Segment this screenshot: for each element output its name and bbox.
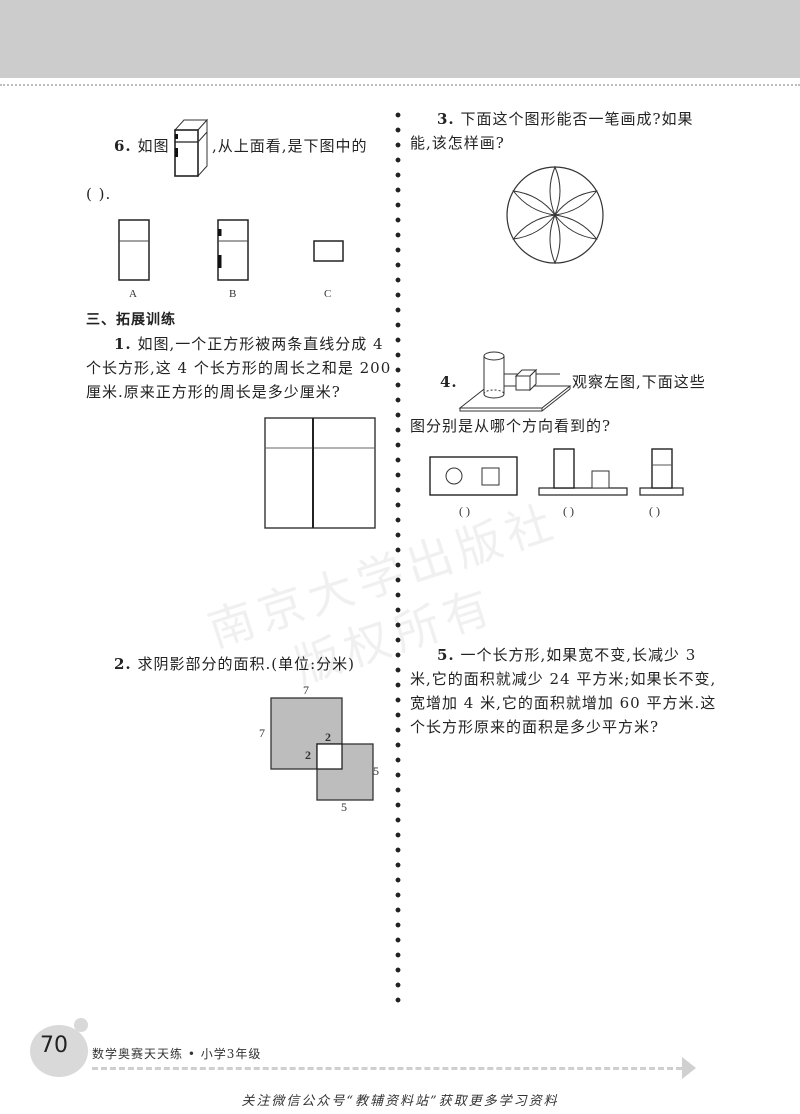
q4-text-b: 图分别是从哪个方向看到的?: [410, 417, 612, 435]
q6-number: 6.: [114, 137, 132, 155]
q2-text: 求阴影部分的面积.(单位:分米): [137, 655, 355, 673]
cylinder-cube-on-board-figure: [458, 351, 572, 412]
q6-line1: 6. 如图: [114, 134, 169, 158]
option-c-figure: [313, 240, 344, 262]
view-top-figure: [429, 456, 518, 496]
option-b-figure: [217, 219, 249, 281]
q6-text-b: ,从上面看,是下图中的: [212, 137, 368, 155]
q3-line1-text: 下面这个图形能否一笔画成?如果: [460, 110, 694, 128]
q1-line2: 个长方形,这 4 个长方形的周长之和是 200: [86, 359, 392, 377]
q1-number: 1.: [114, 335, 132, 353]
q3-number: 3.: [437, 110, 455, 128]
q3-line1: 3. 下面这个图形能否一笔画成?如果: [437, 107, 694, 131]
label-inner-top-2: 2: [325, 730, 331, 744]
q2-line: 2. 求阴影部分的面积.(单位:分米): [114, 652, 355, 676]
view-front-figure: [538, 448, 628, 496]
q5-line1: 5. 一个长方形,如果宽不变,长减少 3: [437, 643, 696, 667]
bottom-note: 关注微信公众号“教辅资料站”获取更多学习资料: [241, 1094, 559, 1109]
six-petal-flower-figure: [506, 165, 604, 265]
q5-number: 5.: [437, 646, 455, 664]
top-dotted-rule: [0, 84, 800, 86]
q5-line4: 个长方形原来的面积是多少平方米?: [410, 718, 660, 736]
q5-line2: 米,它的面积就减少 24 平方米;如果长不变,: [410, 670, 717, 688]
q4-number: 4.: [440, 373, 458, 391]
q6-answer-blank: ( ).: [86, 185, 112, 203]
column-divider: [395, 112, 401, 1010]
label-left-7: 7: [259, 726, 265, 740]
label-inner-left-2: 2: [305, 748, 311, 762]
q5-line3: 宽增加 4 米,它的面积就增加 60 平方米.这: [410, 694, 717, 712]
q6-text-a: 如图: [137, 137, 170, 155]
label-bottom-5: 5: [341, 800, 347, 814]
option-a-figure: [118, 219, 150, 281]
label-top-7: 7: [303, 683, 309, 697]
book-title: 数学奥赛天天练 • 小学3年级: [92, 1047, 262, 1061]
view-side-figure: [639, 448, 684, 496]
q3-line2: 能,该怎样画?: [410, 134, 505, 152]
page-number-bubble: [30, 1025, 88, 1077]
q2-number: 2.: [114, 655, 132, 673]
top-gray-band: [0, 0, 800, 78]
footer-dashed-line: [92, 1067, 682, 1070]
q4-blank-1: ( ): [459, 504, 470, 518]
overlapping-squares-figure: [270, 697, 374, 801]
q4-blank-2: ( ): [563, 504, 574, 518]
page-number: 70: [40, 1033, 68, 1058]
q5-line1-text: 一个长方形,如果宽不变,长减少 3: [460, 646, 697, 664]
option-b-label: B: [229, 288, 237, 300]
q1-line3: 厘米.原来正方形的周长是多少厘米?: [86, 383, 341, 401]
option-a-label: A: [129, 288, 137, 300]
fridge-3d-icon: [173, 118, 209, 178]
footer-arrow-icon: [682, 1057, 696, 1079]
section-title: 三、拓展训练: [86, 312, 176, 328]
q1-line1: 1. 如图,一个正方形被两条直线分成 4: [114, 332, 384, 356]
q4-text-a: 观察左图,下面这些: [572, 373, 706, 391]
option-c-label: C: [324, 288, 332, 300]
square-divided-figure: [264, 417, 376, 529]
q4-blank-3: ( ): [649, 504, 660, 518]
label-right-5: 5: [373, 764, 379, 778]
page-bubble-dot: [74, 1018, 88, 1032]
q1-line1-text: 如图,一个正方形被两条直线分成 4: [137, 335, 384, 353]
